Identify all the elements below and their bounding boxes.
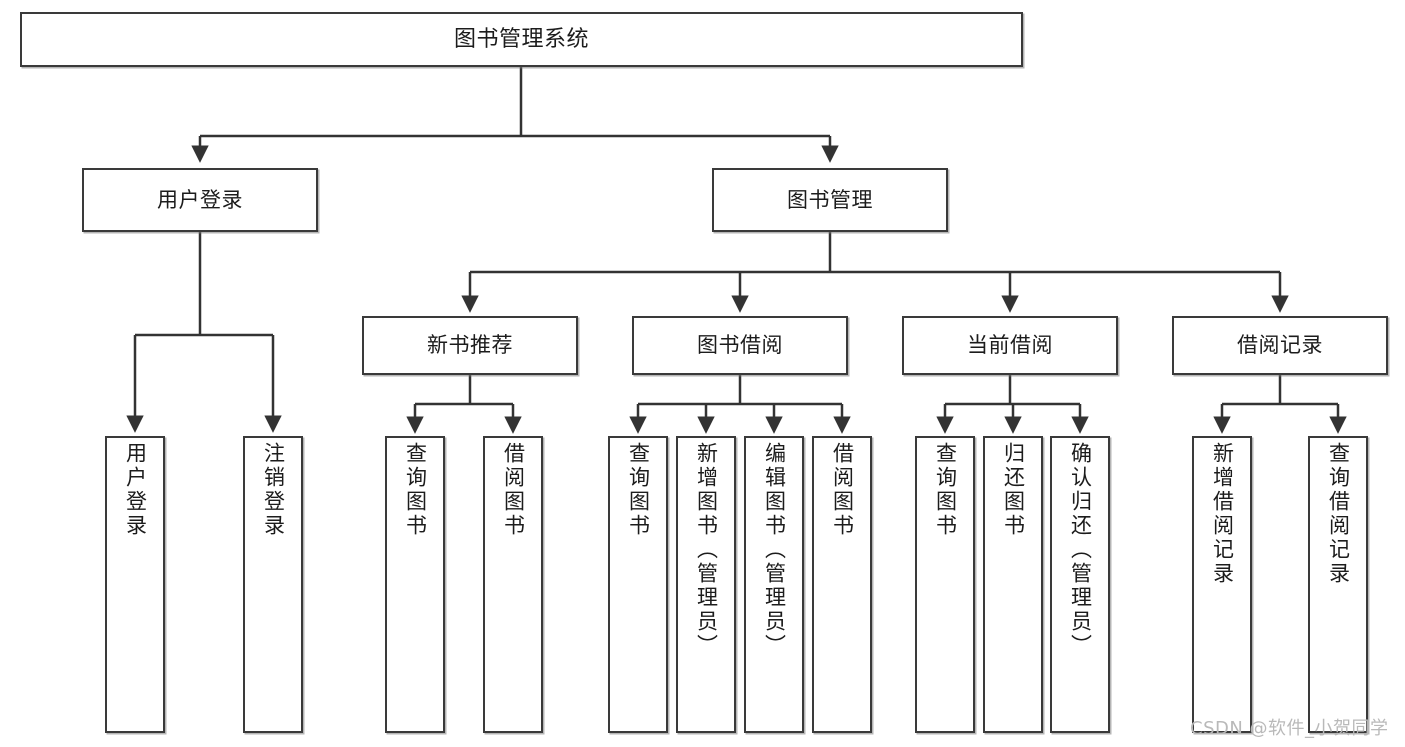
node-label: 图书管理系统 [453,26,589,52]
node-label: 用户登录 [157,187,243,212]
node-label: 归还图书 [1001,442,1026,538]
node-book-borrow[interactable]: 图书借阅 [632,316,848,375]
node-label: 新书推荐 [427,333,513,358]
csdn-watermark: CSDN @软件_小贺同学 [1190,718,1389,739]
node-current-borrow[interactable]: 当前借阅 [902,316,1118,375]
node-label: 借阅记录 [1237,333,1323,358]
node-leaf-borrow-book-2[interactable]: 借阅图书 [812,436,872,733]
node-label: 注销登录 [261,442,286,538]
node-new-book-recommend[interactable]: 新书推荐 [362,316,578,375]
node-label: 查询借阅记录 [1326,442,1351,586]
node-label: 借阅图书 [830,442,855,538]
node-leaf-add-record[interactable]: 新增借阅记录 [1192,436,1252,733]
node-leaf-edit-book[interactable]: 编辑图书（管理员） [744,436,804,733]
node-label: 新增图书（管理员） [694,442,719,658]
node-leaf-query-book-3[interactable]: 查询图书 [915,436,975,733]
node-label: 查询图书 [933,442,958,538]
node-label: 图书借阅 [697,333,783,358]
node-leaf-query-record[interactable]: 查询借阅记录 [1308,436,1368,733]
node-label: 用户登录 [123,442,148,538]
node-label: 借阅图书 [501,442,526,538]
node-label: 查询图书 [626,442,651,538]
node-leaf-query-book-2[interactable]: 查询图书 [608,436,668,733]
node-leaf-borrow-book-1[interactable]: 借阅图书 [483,436,543,733]
node-label: 查询图书 [403,442,428,538]
node-leaf-user-logout[interactable]: 注销登录 [243,436,303,733]
node-leaf-return-book[interactable]: 归还图书 [983,436,1043,733]
node-leaf-user-login[interactable]: 用户登录 [105,436,165,733]
node-label: 图书管理 [787,187,873,212]
node-user-login[interactable]: 用户登录 [82,168,318,232]
node-label: 确认归还（管理员） [1068,442,1093,658]
node-leaf-confirm-return[interactable]: 确认归还（管理员） [1050,436,1110,733]
node-root-book-management-system[interactable]: 图书管理系统 [20,12,1023,67]
node-label: 新增借阅记录 [1210,442,1235,586]
node-book-manage[interactable]: 图书管理 [712,168,948,232]
node-borrow-record[interactable]: 借阅记录 [1172,316,1388,375]
node-label: 编辑图书（管理员） [762,442,787,658]
node-leaf-query-book-1[interactable]: 查询图书 [385,436,445,733]
node-leaf-add-book[interactable]: 新增图书（管理员） [676,436,736,733]
node-label: 当前借阅 [967,333,1053,358]
